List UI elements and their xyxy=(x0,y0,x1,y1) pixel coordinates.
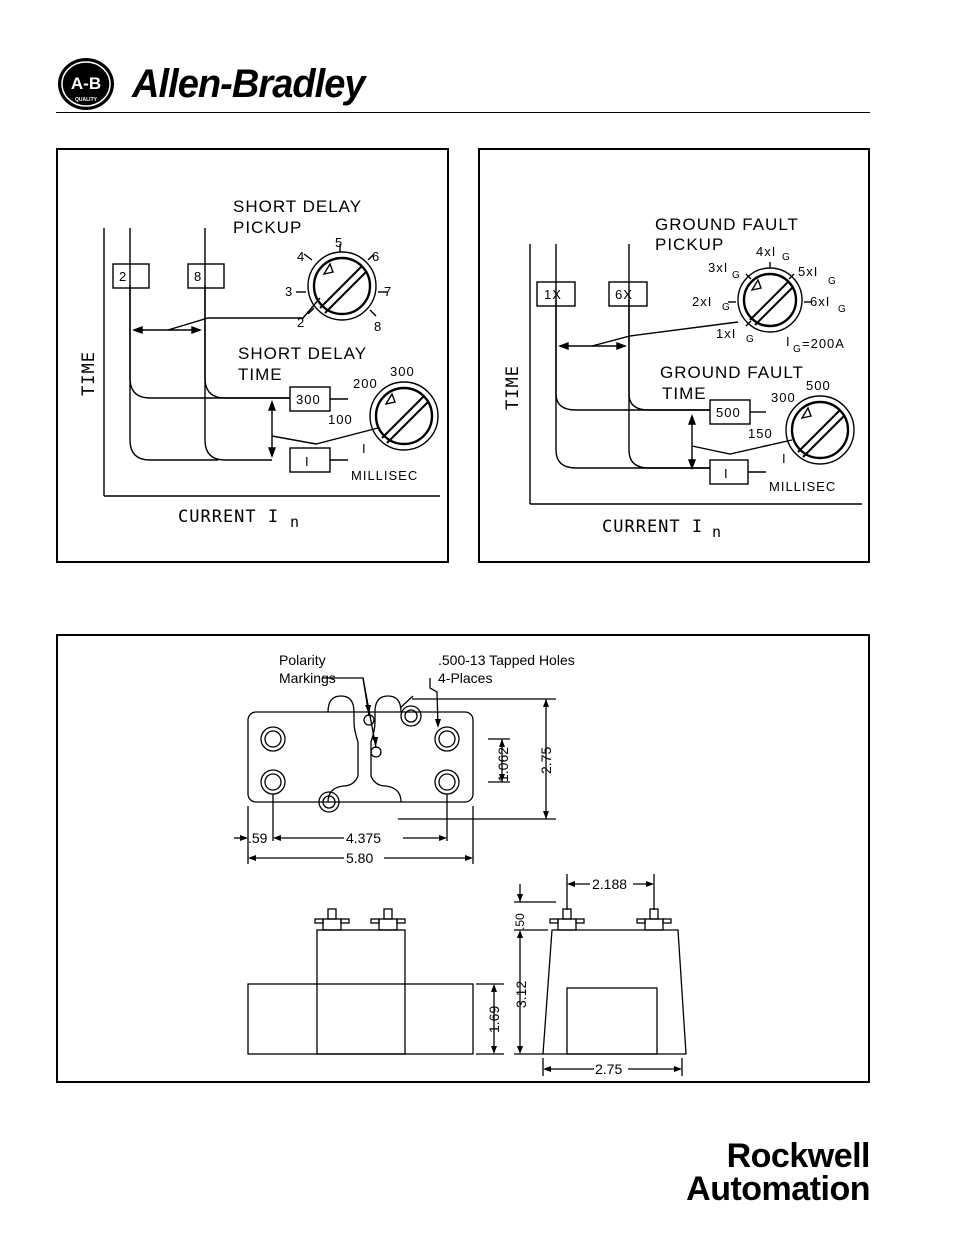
dial-sub-4x: G xyxy=(782,252,791,263)
dim-580: 5.80 xyxy=(346,850,373,866)
ig-label: I xyxy=(786,334,791,349)
dim-2188: 2.188 xyxy=(592,876,627,892)
pickup-title-2: PICKUP xyxy=(233,218,302,237)
dimensions-drawing: Polarity Markings .500-13 Tapped Holes 4… xyxy=(234,652,687,1077)
units-label: MILLISEC xyxy=(769,479,836,494)
polarity-label-1: Polarity xyxy=(279,652,326,668)
pickup-title-1: GROUND FAULT xyxy=(655,215,799,234)
dial-label-1x: 1xI xyxy=(716,326,736,341)
dial-label-6x: 6xI xyxy=(810,294,830,309)
brand-name: Allen-Bradley xyxy=(132,62,366,106)
dim-050: .50 xyxy=(513,913,527,930)
pickup-title-1: SHORT DELAY xyxy=(233,197,362,216)
rockwell-automation-logo: Rockwell Automation xyxy=(620,1137,871,1208)
dial-time-300: 300 xyxy=(390,364,415,379)
box-i-value: I xyxy=(724,466,729,481)
dial-sub-5x: G xyxy=(828,276,837,287)
dial-label-4: 4 xyxy=(297,249,305,264)
x-axis-subscript: n xyxy=(712,523,722,541)
dim-4375: 4.375 xyxy=(346,830,381,846)
allen-bradley-logo: A-B QUALITY xyxy=(58,58,114,110)
polarity-label-2: Markings xyxy=(279,670,336,686)
time-title-2: TIME xyxy=(662,384,707,403)
box-time-value: 300 xyxy=(296,392,321,407)
y-axis-label: TIME xyxy=(79,351,99,396)
short-delay-panel: SHORT DELAY PICKUP SHORT DELAY TIME 2 8 … xyxy=(56,148,449,563)
logo-subtext: QUALITY xyxy=(75,97,98,103)
logo-text: A-B xyxy=(71,74,101,93)
dial-label-2: 2 xyxy=(297,315,305,330)
box-b-value: 6X xyxy=(615,287,633,302)
tapped-label-2: 4-Places xyxy=(438,670,492,686)
box-time-value: 500 xyxy=(716,405,741,420)
ig-note: =200A xyxy=(802,336,845,351)
x-axis-label: CURRENT I xyxy=(178,507,279,527)
time-title-1: SHORT DELAY xyxy=(238,344,367,363)
dial-label-4x: 4xI xyxy=(756,244,776,259)
box-i-value: I xyxy=(305,454,310,469)
ig-sub: G xyxy=(793,344,802,355)
header-rule xyxy=(56,112,870,113)
dial-time-150: 150 xyxy=(748,426,773,441)
dial-sub-6x: G xyxy=(838,304,847,315)
dial-label-8: 8 xyxy=(374,319,382,334)
dial-time-500: 500 xyxy=(806,378,831,393)
short-delay-diagram: SHORT DELAY PICKUP SHORT DELAY TIME 2 8 … xyxy=(79,197,440,531)
rockwell-line: Rockwell xyxy=(726,1137,871,1175)
x-axis-label: CURRENT I xyxy=(602,517,703,537)
pickup-title-2: PICKUP xyxy=(655,235,724,254)
box-b-value: 8 xyxy=(194,269,202,284)
dial-time-200: 200 xyxy=(353,376,378,391)
dim-059: .59 xyxy=(248,830,268,846)
ground-fault-diagram: GROUND FAULT PICKUP GROUND FAULT TIME 1X… xyxy=(503,215,862,541)
box-a-value: 1X xyxy=(544,287,562,302)
dim-169: 1.69 xyxy=(486,1006,502,1033)
dial-label-3: 3 xyxy=(285,284,293,299)
dial-time-i: I xyxy=(782,451,787,466)
dial-time-300: 300 xyxy=(771,390,796,405)
dial-label-5x: 5xI xyxy=(798,264,818,279)
dial-label-2x: 2xI xyxy=(692,294,712,309)
dial-label-3x: 3xI xyxy=(708,260,728,275)
dim-312: 3.12 xyxy=(513,981,529,1008)
dim-275-horizontal: 2.75 xyxy=(595,1061,622,1077)
y-axis-label: TIME xyxy=(503,365,523,410)
dimensions-panel: Polarity Markings .500-13 Tapped Holes 4… xyxy=(56,634,870,1083)
dial-sub-2x: G xyxy=(722,302,731,313)
dial-sub-1x: G xyxy=(746,334,755,345)
ground-fault-panel: GROUND FAULT PICKUP GROUND FAULT TIME 1X… xyxy=(478,148,870,563)
dial-label-6: 6 xyxy=(372,249,380,264)
tapped-label-1: .500-13 Tapped Holes xyxy=(438,652,575,668)
dial-sub-3x: G xyxy=(732,270,741,281)
units-label: MILLISEC xyxy=(351,468,418,483)
automation-line: Automation xyxy=(686,1170,870,1208)
dim-1062: 1.062 xyxy=(495,747,511,782)
dial-label-7: 7 xyxy=(384,284,392,299)
dial-time-i: I xyxy=(362,441,367,456)
dim-275-vertical: 2.75 xyxy=(538,747,554,774)
box-a-value: 2 xyxy=(119,269,127,284)
time-title-2: TIME xyxy=(238,365,283,384)
dial-time-100: 100 xyxy=(328,412,353,427)
dial-label-5: 5 xyxy=(335,235,343,250)
x-axis-subscript: n xyxy=(290,513,300,531)
time-title-1: GROUND FAULT xyxy=(660,363,804,382)
